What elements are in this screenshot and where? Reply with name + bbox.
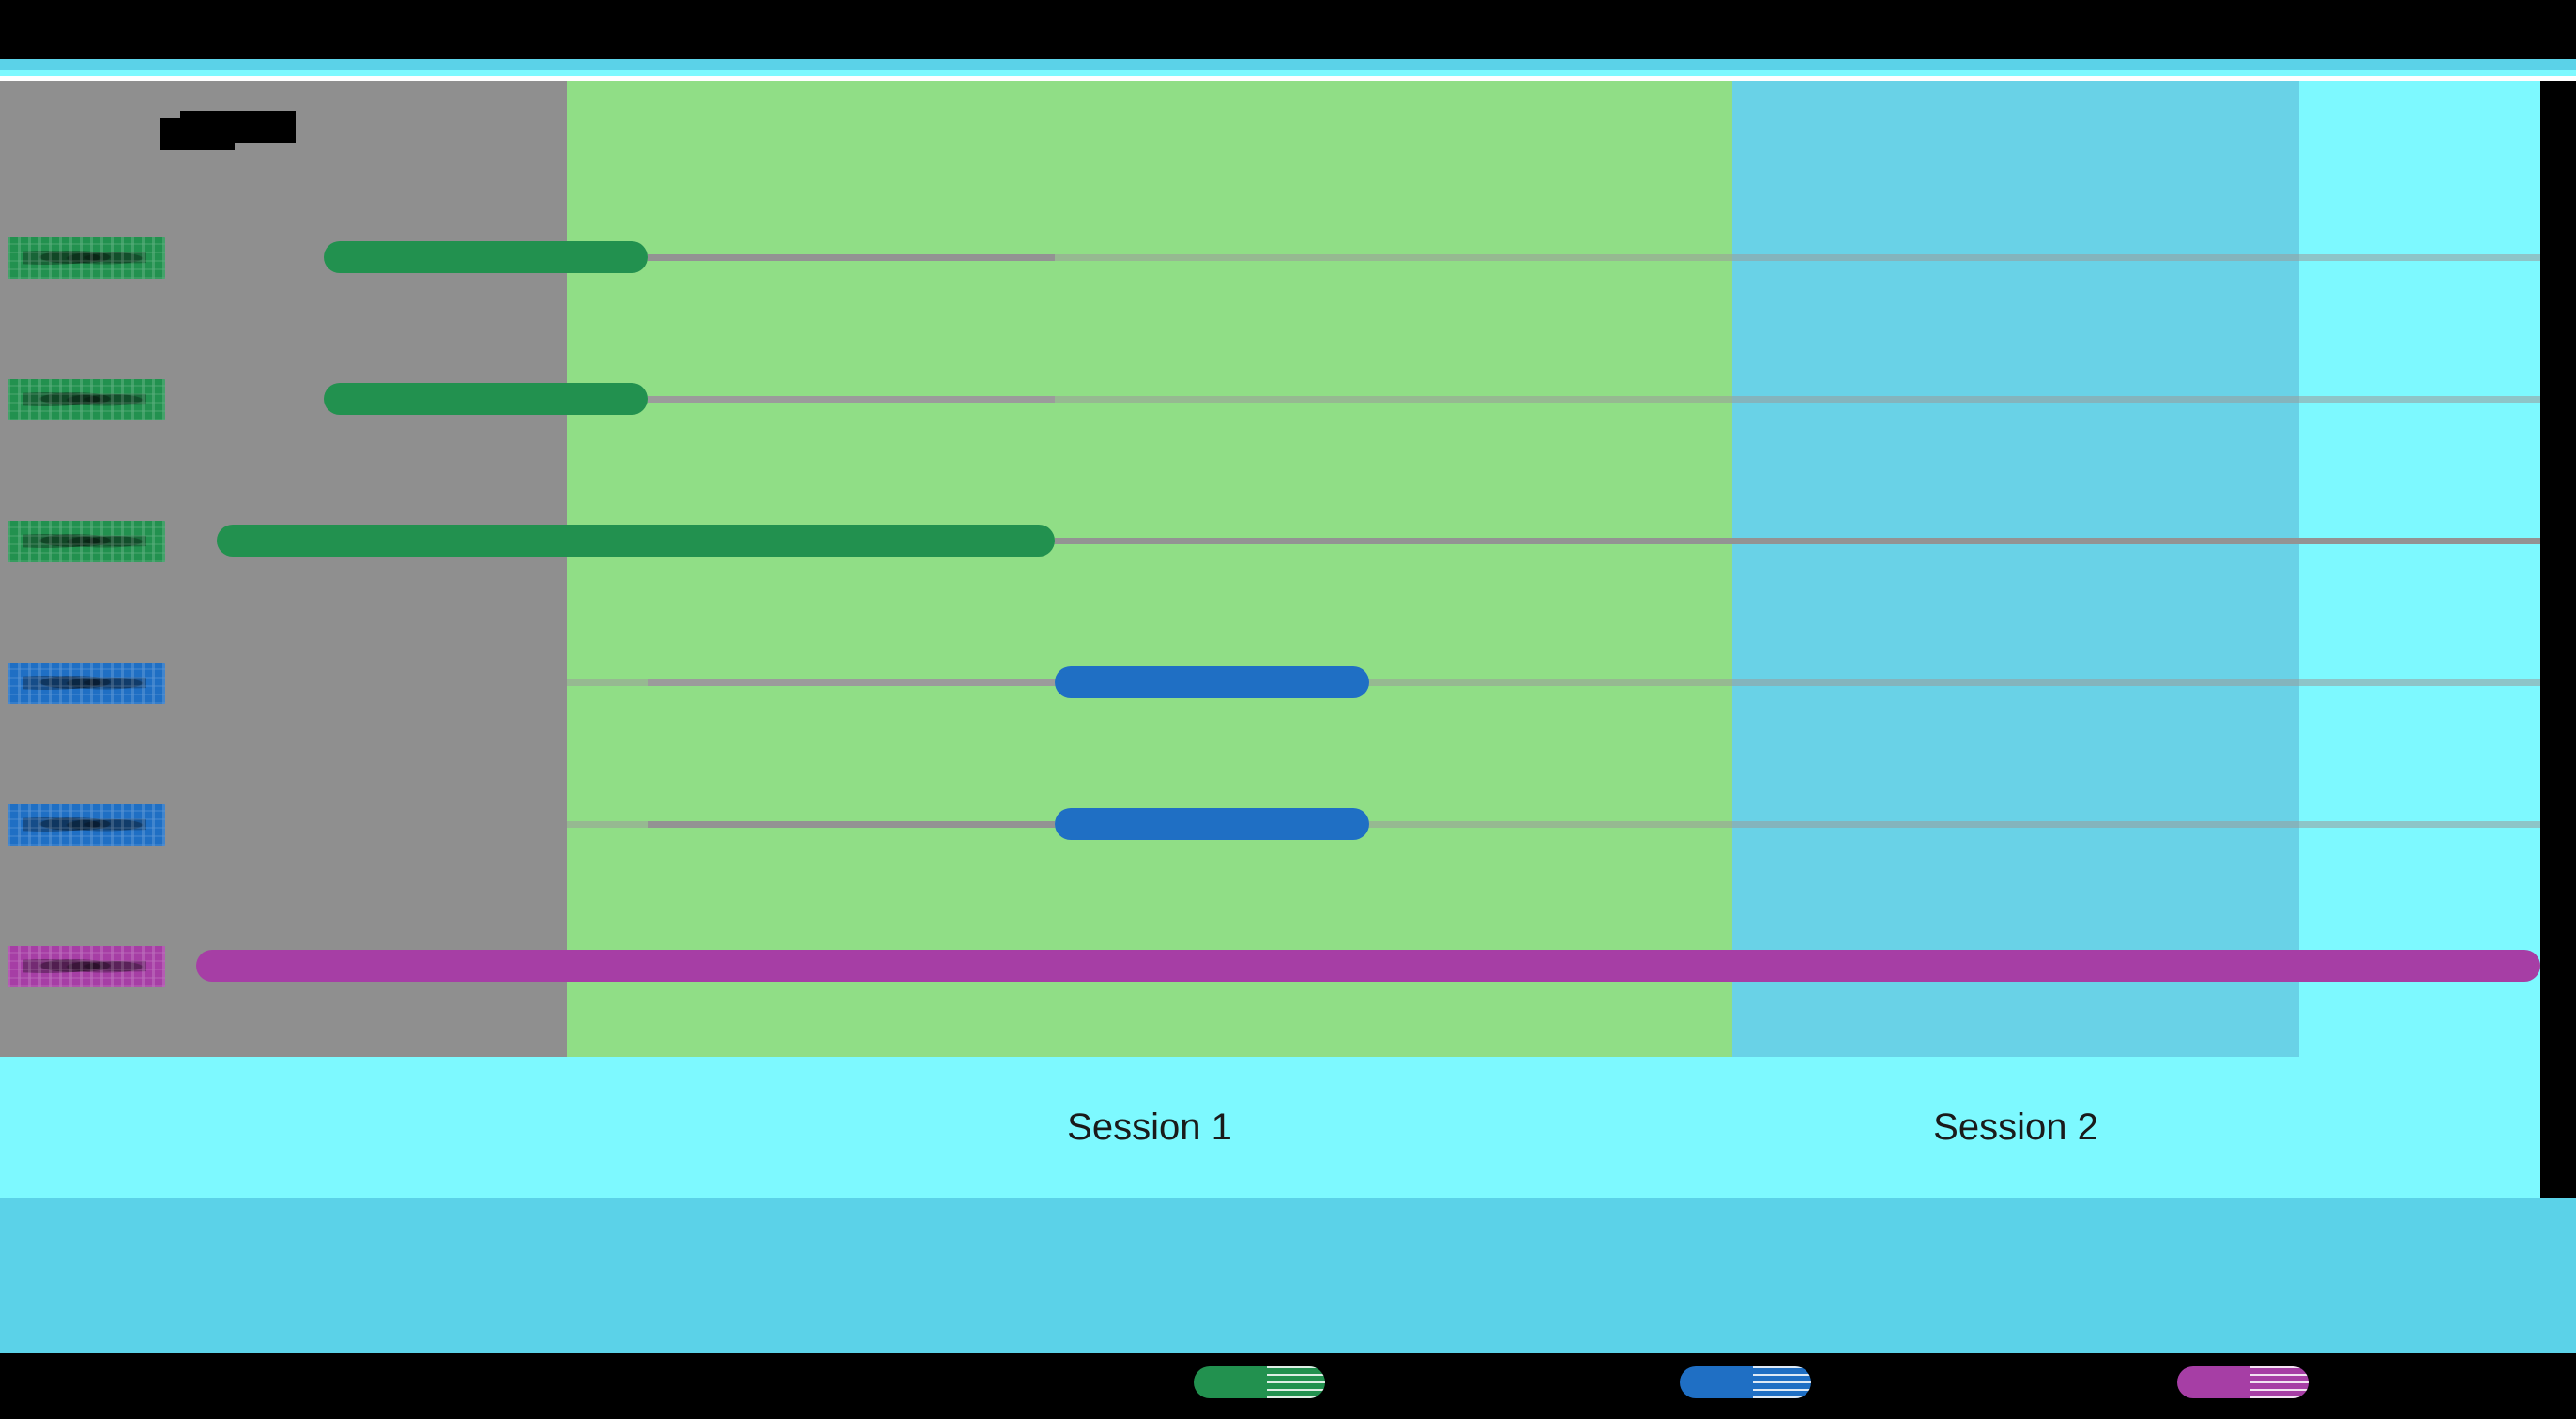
session-band-1 <box>567 81 1732 1057</box>
legend-swatch-3 <box>2177 1366 2309 1398</box>
session-band-3 <box>2299 81 2540 1057</box>
legend-item-3[interactable] <box>2177 1366 2309 1398</box>
bar-dataset-a1[interactable] <box>323 241 648 273</box>
row-label-obscured-glyphs <box>23 953 146 980</box>
row-label-scanline-overlay <box>8 663 165 704</box>
session-caption-1: Session 1 <box>1067 1106 1232 1148</box>
legend-swatch-hatch <box>1267 1366 1325 1398</box>
row-label-obscured-glyphs <box>23 669 146 696</box>
row-label-obscured-glyphs <box>23 386 146 413</box>
row-separator-5 <box>567 821 2540 828</box>
top-accent-strip-divider <box>0 76 2576 81</box>
session-caption-2: Session 2 <box>1933 1106 2098 1148</box>
title-redaction-notch-left <box>160 111 180 118</box>
row-separator-2 <box>567 396 2540 403</box>
row-separator-3 <box>567 538 2540 544</box>
legend-item-1[interactable] <box>1194 1366 1325 1398</box>
legend-swatch-2 <box>1680 1366 1811 1398</box>
plot-area <box>0 81 2540 1057</box>
bar-dataset-b2[interactable] <box>1054 808 1370 840</box>
row-label-4-redacted <box>8 663 165 704</box>
bar-dataset-c1[interactable] <box>195 950 2540 982</box>
row-label-scanline-overlay <box>8 946 165 987</box>
row-separator-4 <box>567 679 2540 686</box>
title-redaction-notch-bottom <box>235 143 296 150</box>
row-label-scanline-overlay <box>8 379 165 420</box>
legend-swatch-1 <box>1194 1366 1325 1398</box>
row-label-obscured-glyphs <box>23 244 146 271</box>
row-separator-1 <box>567 254 2540 261</box>
row-label-obscured-glyphs <box>23 527 146 555</box>
top-accent-strip-primary <box>0 59 2576 70</box>
row-label-6-redacted <box>8 946 165 987</box>
legend-swatch-hatch <box>2250 1366 2309 1398</box>
legend <box>0 1353 2576 1419</box>
row-label-scanline-overlay <box>8 804 165 846</box>
bar-dataset-a2[interactable] <box>323 383 648 415</box>
lower-panel <box>0 1198 2576 1353</box>
chart-title-redacted <box>160 111 296 150</box>
session-band-2 <box>1732 81 2299 1057</box>
axis-label-gutter <box>0 81 567 1057</box>
bar-dataset-b1[interactable] <box>1054 666 1370 698</box>
legend-item-2[interactable] <box>1680 1366 1811 1398</box>
legend-swatch-hatch <box>1753 1366 1811 1398</box>
row-label-1-redacted <box>8 237 165 279</box>
row-label-2-redacted <box>8 379 165 420</box>
row-label-scanline-overlay <box>8 237 165 279</box>
row-label-obscured-glyphs <box>23 811 146 838</box>
top-accent-strip-secondary <box>0 70 2576 76</box>
row-label-scanline-overlay <box>8 521 165 562</box>
session-caption-strip: Session 1 Session 2 <box>0 1057 2540 1198</box>
row-label-3-redacted <box>8 521 165 562</box>
row-label-5-redacted <box>8 804 165 846</box>
bar-dataset-a3[interactable] <box>217 525 1055 557</box>
